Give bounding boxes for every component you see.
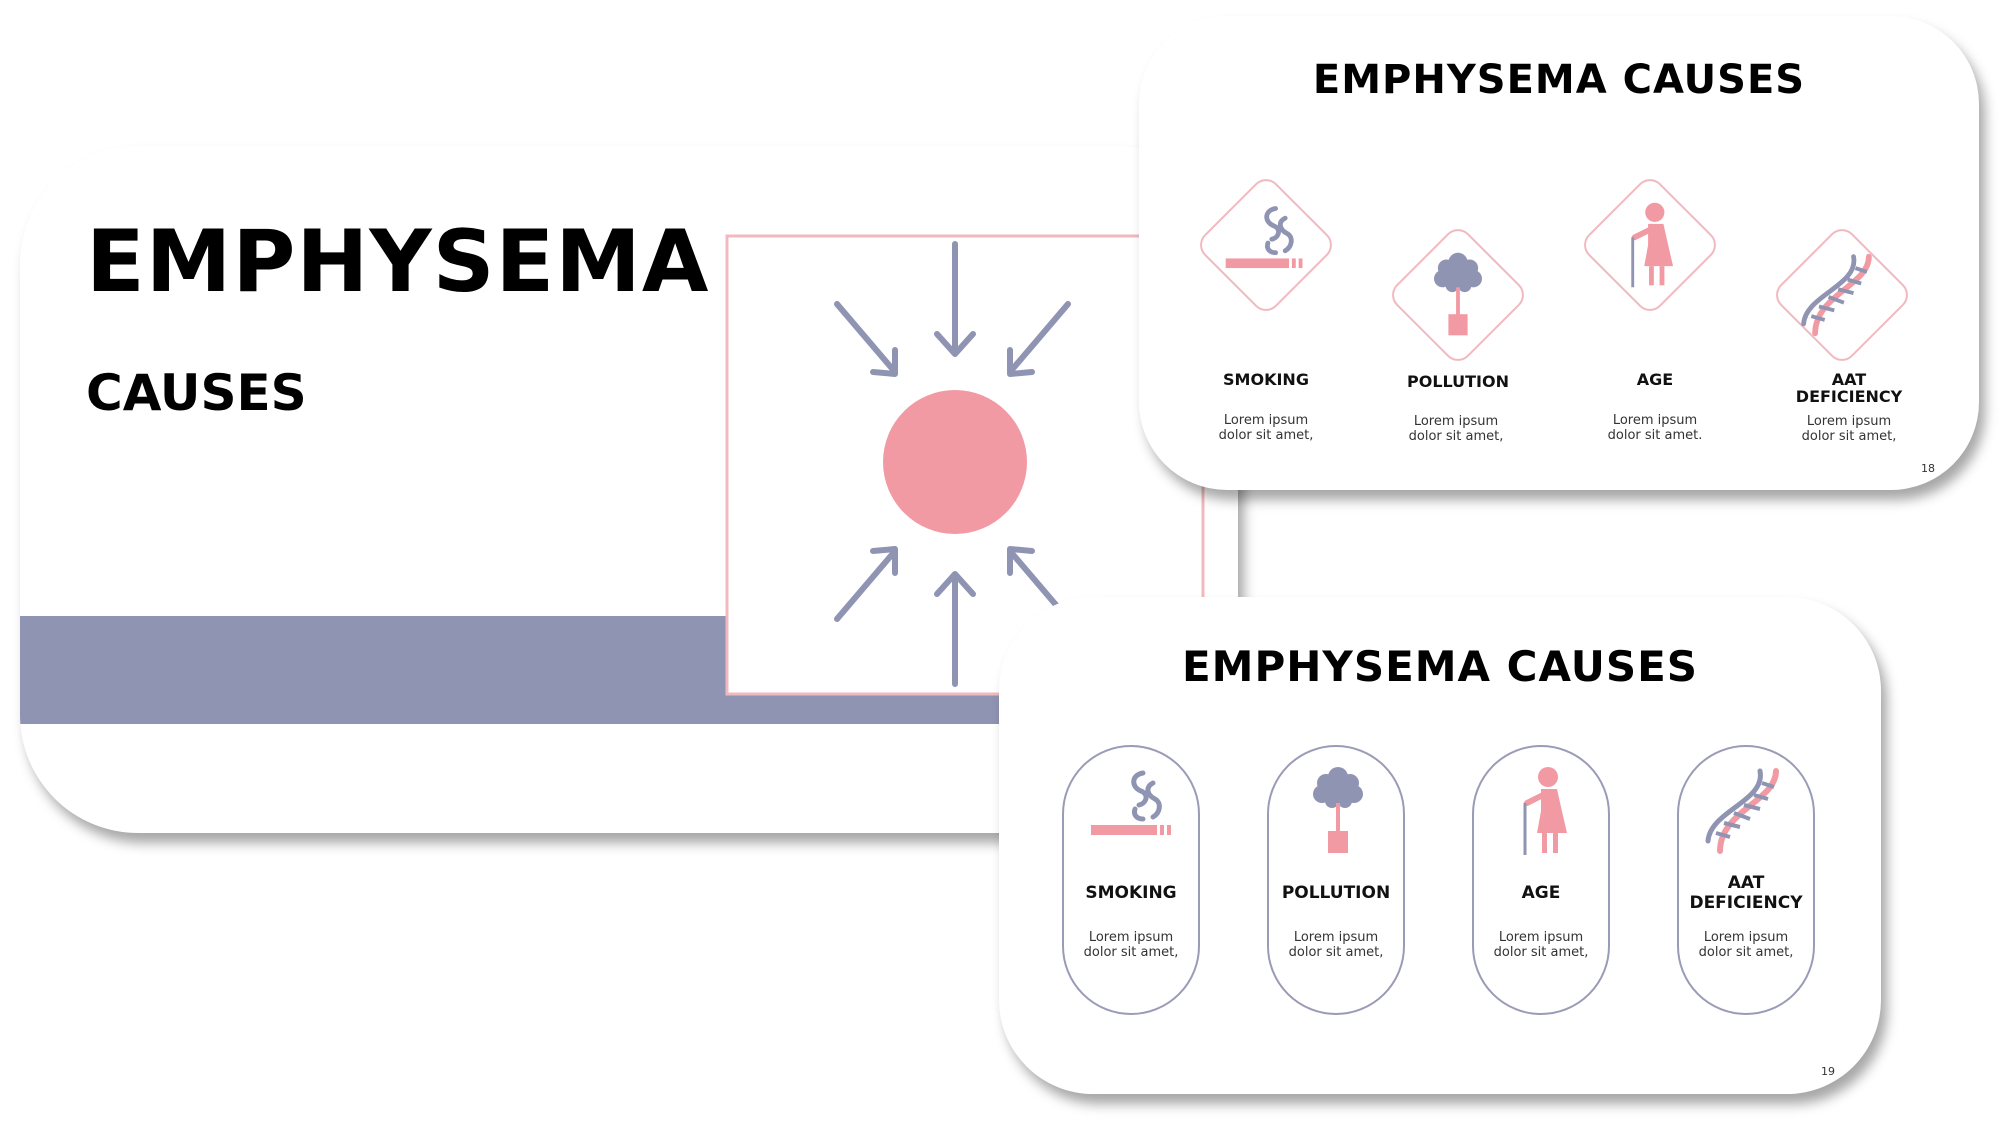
arrow-top-left xyxy=(834,301,898,375)
arrow-bottom-left xyxy=(834,548,898,622)
cause-pollution-diamond xyxy=(1358,195,1558,395)
cause-smoking-diamond xyxy=(1166,145,1366,345)
slide-18-title: EMPHYSEMA CAUSES xyxy=(1312,57,1806,103)
cause-label-pollution: POLLUTION xyxy=(1281,883,1391,903)
cause-label-pollution: POLLUTION xyxy=(1407,372,1509,391)
dna-icon xyxy=(1698,761,1798,861)
cause-label-smoking: SMOKING xyxy=(1223,370,1309,389)
elderly-person-icon xyxy=(1493,761,1593,861)
factory-smoke-icon xyxy=(1288,761,1388,861)
cigarette-icon xyxy=(1083,761,1183,861)
cause-label-smoking: SMOKING xyxy=(1085,883,1177,903)
cause-label-age: AGE xyxy=(1636,370,1674,389)
page-number: 19 xyxy=(1821,1065,1835,1078)
subtitle: CAUSES xyxy=(86,364,307,422)
main-title: EMPHYSEMA xyxy=(86,212,710,312)
arrow-top-right xyxy=(1007,301,1071,375)
central-circle xyxy=(883,390,1027,534)
cause-aat-diamond xyxy=(1742,195,1942,395)
cause-label-age: AGE xyxy=(1521,883,1561,903)
page-number: 18 xyxy=(1921,462,1935,475)
cause-age-diamond xyxy=(1550,145,1750,345)
slide-19-title: EMPHYSEMA CAUSES xyxy=(1181,642,1699,691)
